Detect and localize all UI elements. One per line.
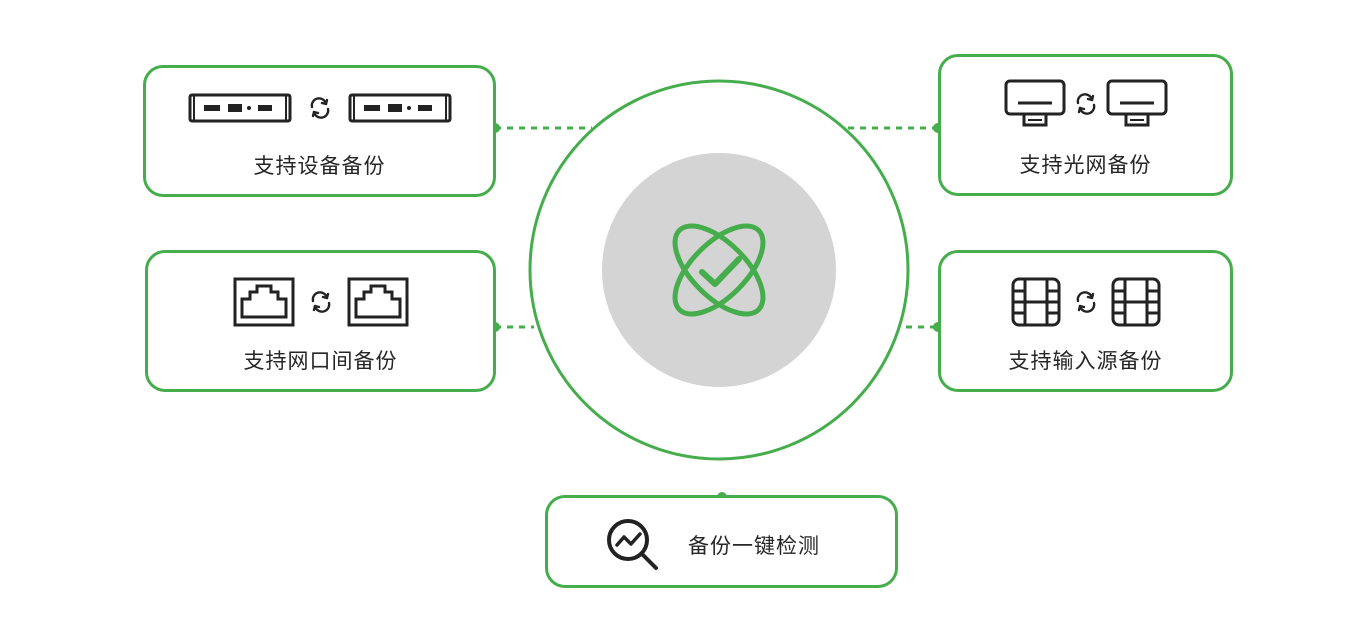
magnifier-chart-icon	[607, 519, 658, 570]
card-one-click-detect: 备份一键检测	[545, 495, 898, 588]
icon-row	[148, 277, 493, 327]
swap-arrows-icon	[310, 97, 329, 119]
icon-row	[941, 79, 1230, 129]
server-rack-icon	[348, 93, 451, 123]
icon-row	[146, 92, 493, 124]
film-strip-icon	[1011, 277, 1060, 327]
ethernet-port-icon	[347, 277, 408, 327]
detect-label: 备份一键检测	[688, 534, 820, 558]
swap-arrows-icon	[1076, 93, 1095, 115]
card-port-backup: 支持网口间备份	[145, 250, 496, 392]
card-label: 支持网口间备份	[243, 349, 398, 373]
card-input-backup: 支持输入源备份	[938, 250, 1233, 392]
swap-arrows-icon	[1076, 291, 1095, 313]
swap-arrows-icon	[311, 291, 330, 313]
card-device-backup: 支持设备备份	[143, 65, 496, 197]
monitor-icon	[1004, 79, 1065, 127]
hub-inner-disc	[602, 153, 836, 387]
card-label: 支持输入源备份	[1008, 349, 1163, 373]
atom-check-icon	[672, 223, 766, 317]
ethernet-port-icon	[233, 277, 294, 327]
card-fiber-backup: 支持光网备份	[938, 54, 1233, 196]
server-rack-icon	[188, 93, 291, 123]
card-label: 支持光网备份	[1019, 153, 1152, 177]
monitor-icon	[1106, 79, 1167, 127]
card-label: 支持设备备份	[253, 154, 386, 178]
film-strip-icon	[1111, 277, 1160, 327]
icon-row	[941, 277, 1230, 327]
